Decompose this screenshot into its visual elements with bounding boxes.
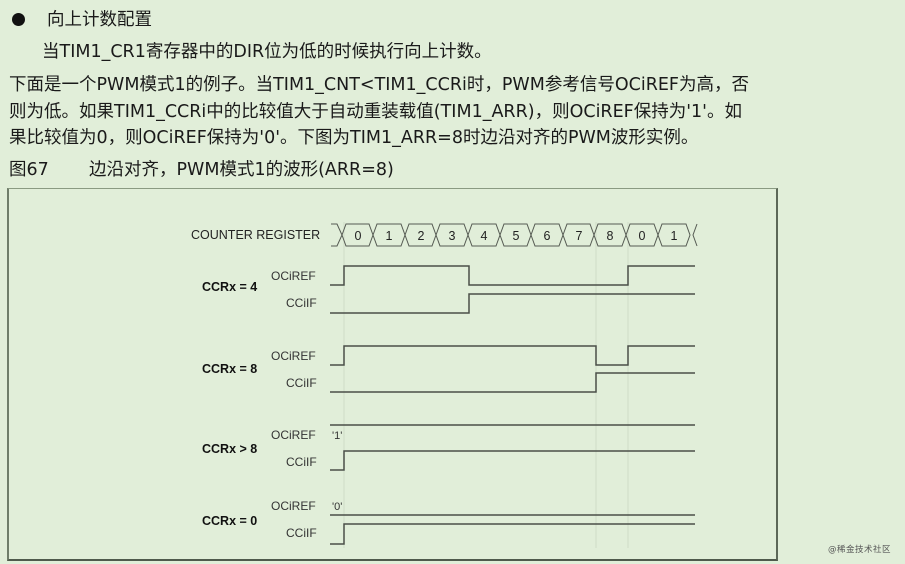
figure-caption: 图67 边沿对齐，PWM模式1的波形(ARR=8) bbox=[9, 159, 394, 181]
counter-value: 1 bbox=[671, 229, 678, 243]
ocref-label: OCiREF bbox=[271, 269, 316, 283]
counter-register-label: COUNTER REGISTER bbox=[191, 228, 320, 242]
counter-value: 1 bbox=[386, 229, 393, 243]
paragraph-dir-description: 当TIM1_CR1寄存器中的DIR位为低的时候执行向上计数。 bbox=[42, 42, 492, 62]
case-labels: CCRx = 4 CCRx = 8 CCRx > 8 CCRx = 0 bbox=[202, 280, 257, 528]
counter-values: 0 1 2 3 4 5 6 7 8 0 1 bbox=[355, 229, 678, 243]
section-heading: 向上计数配置 bbox=[47, 10, 152, 30]
paragraph-pwm-line-3: 果比较值为0，则OCiREF保持为'0'。下图为TIM1_ARR=8时边沿对齐的… bbox=[9, 128, 699, 148]
counter-value: 8 bbox=[607, 229, 614, 243]
guide-lines bbox=[343, 222, 629, 548]
watermark: @稀金技术社区 bbox=[828, 545, 892, 555]
waveforms bbox=[330, 265, 695, 545]
case-label-ccr4: CCRx = 4 bbox=[202, 280, 257, 294]
pwm-waveform-figure-frame bbox=[7, 188, 778, 561]
counter-value: 0 bbox=[355, 229, 362, 243]
counter-value: 0 bbox=[639, 229, 646, 243]
waveform-ccr0-ccif bbox=[330, 523, 695, 545]
ccif-label: CCiIF bbox=[286, 526, 317, 540]
waveform-ccr8-ocref bbox=[330, 345, 695, 366]
ccif-label: CCiIF bbox=[286, 376, 317, 390]
paragraph-pwm-line-2: 则为低。如果TIM1_CCRi中的比较值大于自动重装载值(TIM1_ARR)，则… bbox=[9, 102, 742, 122]
paragraph-pwm-line-1: 下面是一个PWM模式1的例子。当TIM1_CNT<TIM1_CCRi时，PWM参… bbox=[9, 75, 749, 95]
waveform-ccr8-ccif bbox=[330, 372, 695, 393]
counter-value: 4 bbox=[481, 229, 488, 243]
figure-number: 图67 bbox=[9, 160, 49, 180]
counter-value: 6 bbox=[544, 229, 551, 243]
figure-title: 边沿对齐，PWM模式1的波形(ARR=8) bbox=[89, 160, 394, 180]
case-label-ccr0: CCRx = 0 bbox=[202, 514, 257, 528]
counter-value: 2 bbox=[418, 229, 425, 243]
counter-value: 5 bbox=[513, 229, 520, 243]
signal-labels: OCiREF CCiIF OCiREF CCiIF OCiREF CCiIF O… bbox=[271, 269, 342, 540]
waveform-ccr4-ocref bbox=[330, 265, 695, 286]
ocref-label: OCiREF bbox=[271, 349, 316, 363]
case-label-ccr8: CCRx = 8 bbox=[202, 362, 257, 376]
ocref-label: OCiREF bbox=[271, 499, 316, 513]
bullet-dot-icon bbox=[12, 13, 25, 26]
waveform-ccr4-ccif bbox=[330, 293, 695, 314]
counter-value: 3 bbox=[449, 229, 456, 243]
ccif-label: CCiIF bbox=[286, 455, 317, 469]
waveform-ccr-gt8-ccif bbox=[330, 450, 695, 471]
counter-value: 7 bbox=[576, 229, 583, 243]
ocref-constant-note: '0' bbox=[332, 501, 342, 513]
case-label-ccr-gt8: CCRx > 8 bbox=[202, 442, 257, 456]
counter-register-bus bbox=[331, 223, 698, 247]
ocref-label: OCiREF bbox=[271, 428, 316, 442]
ccif-label: CCiIF bbox=[286, 296, 317, 310]
ocref-constant-note: '1' bbox=[332, 430, 342, 442]
